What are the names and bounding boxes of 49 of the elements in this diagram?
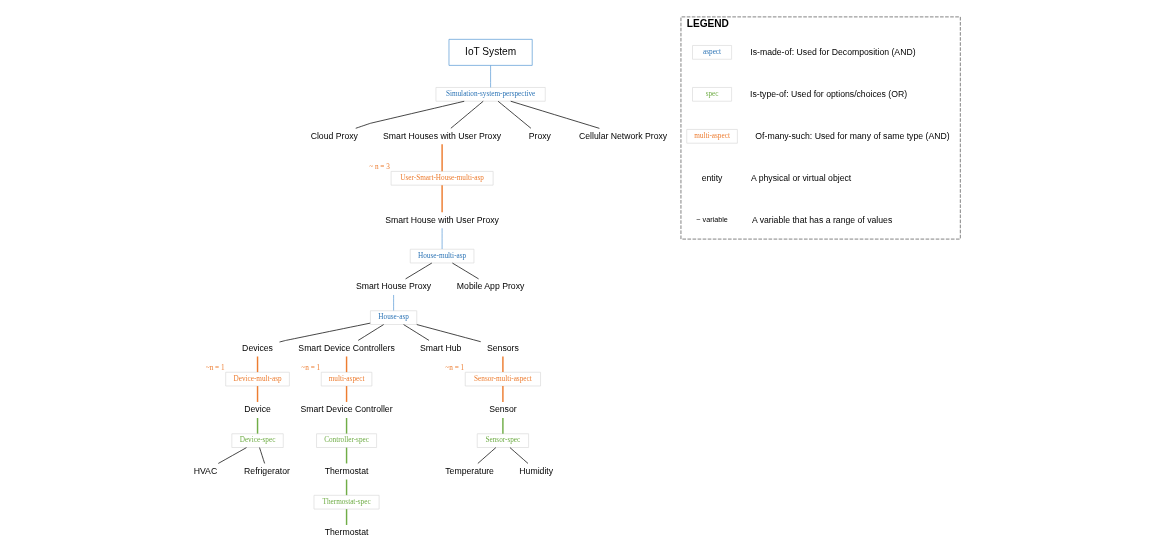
connector (402, 324, 429, 341)
node-text: Sensors (486, 342, 519, 353)
node-text: Cellular Network Proxy (578, 130, 667, 141)
connector (278, 322, 371, 343)
connector (404, 262, 432, 280)
connector (354, 100, 465, 129)
legend-label: Of-many-such: Used for many of same type (AND) (754, 130, 950, 141)
connector (501, 417, 504, 435)
connector (476, 447, 496, 464)
legend-label: Is-type-of: Used for options/choices (OR) (749, 88, 907, 99)
connector (451, 262, 479, 280)
node-text: Humidity (518, 465, 553, 476)
connector (450, 100, 484, 129)
connector (258, 447, 265, 464)
connector (440, 184, 443, 214)
connector (357, 324, 384, 341)
node-text: Thermostat (324, 465, 368, 476)
node-text: Temperature (444, 465, 494, 476)
node-text: Thermostat (324, 527, 368, 538)
node-text: Mobile App Proxy (456, 281, 524, 292)
node-text: Sensor (488, 404, 517, 415)
connector (497, 100, 531, 129)
node-text: Smart Houses with User Proxy (382, 130, 501, 141)
node-text: Smart Device Controller (300, 404, 393, 415)
node-text: Devices (241, 342, 273, 353)
node-text: Smart Hub (419, 342, 461, 353)
connector (489, 65, 491, 88)
node-text: ~ variable (695, 215, 728, 225)
node-text: Proxy (528, 130, 551, 141)
connector (501, 355, 504, 373)
node-box: IoT System (448, 38, 533, 66)
node-text: Refrigerator (243, 465, 290, 476)
connector (217, 447, 247, 464)
connector (415, 324, 481, 343)
legend-label: A variable that has a range of values (751, 214, 892, 225)
node-text: Smart House with User Proxy (384, 214, 499, 225)
node-text: Device (243, 404, 271, 415)
connector (440, 143, 443, 172)
node-text: entity (701, 172, 722, 183)
legend-label: Is-made-of: Used for Decomposition (AND) (749, 46, 916, 57)
connector (501, 385, 504, 403)
node-text: HVAC (193, 465, 217, 476)
connector (509, 447, 528, 464)
connector (509, 100, 600, 129)
node-text: Smart Device Controllers (297, 342, 395, 353)
node-text: Smart House Proxy (355, 281, 431, 292)
node-text: Cloud Proxy (310, 130, 358, 141)
connector (392, 294, 394, 311)
legend-label: A physical or virtual object (750, 172, 851, 183)
